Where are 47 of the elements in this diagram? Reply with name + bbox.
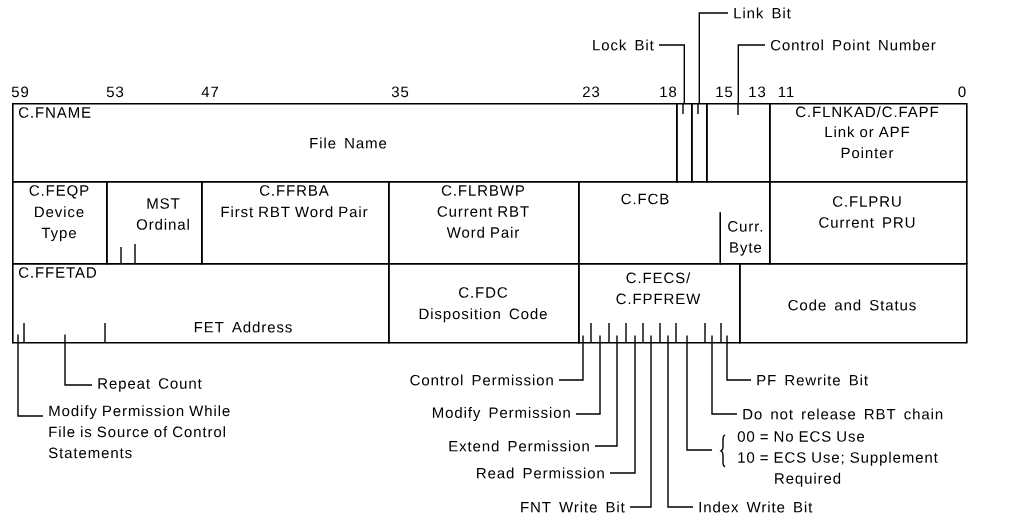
callout-text: Modify Permission While File is Source of Control Statements [48,405,230,459]
leader-line [558,334,584,381]
field-cell: C.FNAME File Name [12,103,678,183]
callout-text: FNT Write Bit [521,501,625,513]
bit-number: 18 [660,86,677,98]
leader-line [594,334,618,447]
field-cell: C.FLPRU Current PRU [769,181,968,265]
callout-text: Control Point Number [770,39,936,51]
field-cell [691,103,708,183]
leader-line [658,44,685,104]
leader-line [629,334,652,508]
callout-text: Modify Permission [432,407,570,421]
callout-text: Lock Bit [593,39,654,51]
field-cell: C.FDC Disposition Code [388,263,580,344]
field-cell: C.FLRBWP Current RBT Word Pair [388,181,580,265]
callout-text: PF Rewrite Bit [757,374,868,386]
callout-text: Repeat Count [98,378,202,392]
field-cell [706,103,771,183]
leader-line [64,333,93,386]
leader-line [737,44,766,104]
field-cell: Curr. Byte [719,211,763,266]
field-cell [676,103,693,183]
field-cell: C.FFRBA First RBT Word Pair [201,181,390,265]
field-cell: C.FEQP Device Type [12,181,108,265]
leader-line [609,334,636,474]
leader-line [575,334,601,415]
callout-text: 00 = No ECS Use 10 = ECS Use; Supplement Required [737,431,938,487]
callout-text: Control Permission [410,374,553,386]
leader-line [686,334,713,451]
leader-line [667,334,694,508]
field-cell: C.FECS/ C.FPFREW [578,263,741,344]
leader-line [698,12,729,104]
bit-number: 13 [749,86,766,98]
callout-text: Read Permission [477,467,604,479]
field-cell: C.FLNKAD/C.FAPF Link or APF Pointer [769,103,968,183]
leader-line [726,334,752,381]
leader-line [711,334,738,415]
callout-text: Index Write Bit [699,501,813,513]
field-cell: C.FFETAD FET Address [12,263,390,344]
callout-text: Do not release RBT chain [743,408,943,420]
bit-number: 15 [716,86,733,98]
field-cell: Code and Status [739,263,968,344]
leader-line [17,333,44,417]
field-cell: MST Ordinal [106,181,203,265]
bit-number: 11 [778,86,794,97]
callout-text: Link Bit [734,7,791,19]
callout-text: Extend Permission [449,440,589,452]
